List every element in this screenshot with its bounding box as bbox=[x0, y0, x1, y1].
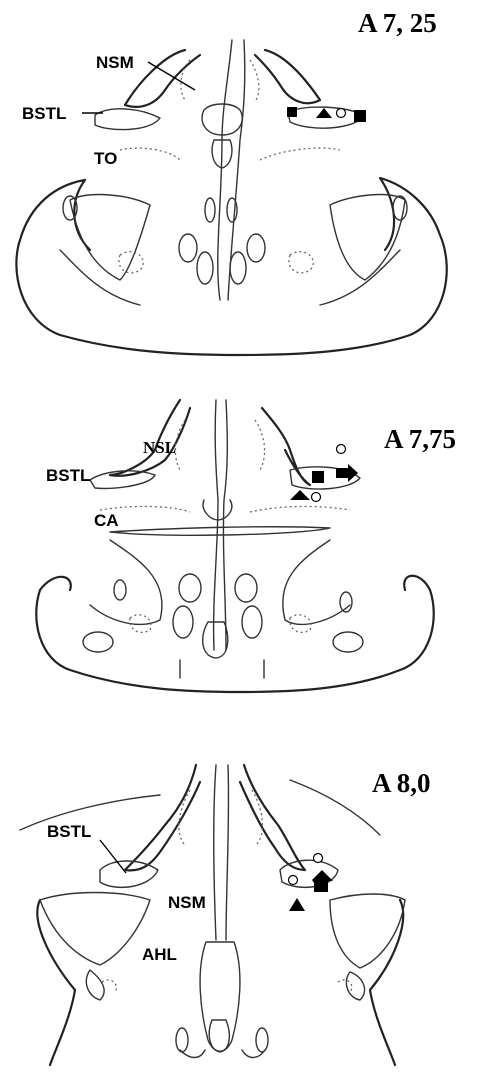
section-title: A 7, 25 bbox=[358, 8, 437, 38]
label-nsm: NSM bbox=[168, 893, 206, 912]
marker-open-circle bbox=[337, 445, 346, 454]
outer-contour bbox=[37, 900, 403, 1065]
label-ca: CA bbox=[94, 511, 119, 530]
brain-section-drawing: A 7, 25 NSM BSTL TO bbox=[0, 0, 480, 360]
label-bstl: BSTL bbox=[47, 822, 91, 841]
label-nsl: NSL bbox=[143, 438, 176, 457]
midline-septum bbox=[214, 400, 218, 650]
left-ventricle-wall bbox=[125, 765, 200, 870]
left-ventricle-wall bbox=[125, 50, 200, 107]
anterior-commissure bbox=[110, 527, 330, 535]
marker-open-circle bbox=[337, 109, 346, 118]
marker-filled-arrow bbox=[336, 464, 358, 482]
section-title: A 7,75 bbox=[384, 424, 456, 454]
marker-filled-square bbox=[287, 107, 297, 117]
outer-contour bbox=[16, 178, 446, 355]
outer-contour-left bbox=[20, 180, 90, 250]
bstl-leader-line bbox=[100, 840, 126, 873]
marker-filled-triangle bbox=[290, 490, 310, 500]
label-nsm: NSM bbox=[96, 53, 134, 72]
brain-section-drawing: A 8,0 BSTL NSM AHL bbox=[0, 720, 480, 1081]
marker-open-circle bbox=[312, 493, 321, 502]
marker-filled-square bbox=[354, 110, 366, 122]
section-panel-a80: A 8,0 BSTL NSM AHL bbox=[0, 720, 480, 1081]
section-title: A 8,0 bbox=[372, 768, 431, 798]
marker-filled-triangle bbox=[316, 108, 332, 118]
nsm-leader-line bbox=[148, 62, 195, 90]
marker-open-circle bbox=[289, 876, 298, 885]
marker-open-circle bbox=[314, 854, 323, 863]
marker-filled-triangle bbox=[289, 898, 305, 911]
label-ahl: AHL bbox=[142, 945, 177, 964]
marker-filled-arrow bbox=[312, 870, 333, 892]
midline-septum bbox=[218, 40, 232, 300]
midline-septum bbox=[214, 765, 216, 940]
right-ventricle-wall bbox=[255, 50, 320, 103]
marker-filled-square bbox=[312, 471, 324, 483]
outer-contour bbox=[36, 590, 434, 692]
label-bstl: BSTL bbox=[46, 466, 90, 485]
label-to: TO bbox=[94, 149, 117, 168]
section-panel-a775: A 7,75 NSL BSTL CA bbox=[0, 360, 480, 720]
label-bstl: BSTL bbox=[22, 104, 66, 123]
right-ventricle-wall bbox=[240, 765, 305, 870]
section-panel-a725: A 7, 25 NSM BSTL TO bbox=[0, 0, 480, 360]
right-ventricle-wall bbox=[262, 408, 310, 485]
brain-section-drawing: A 7,75 NSL BSTL CA bbox=[0, 360, 480, 720]
